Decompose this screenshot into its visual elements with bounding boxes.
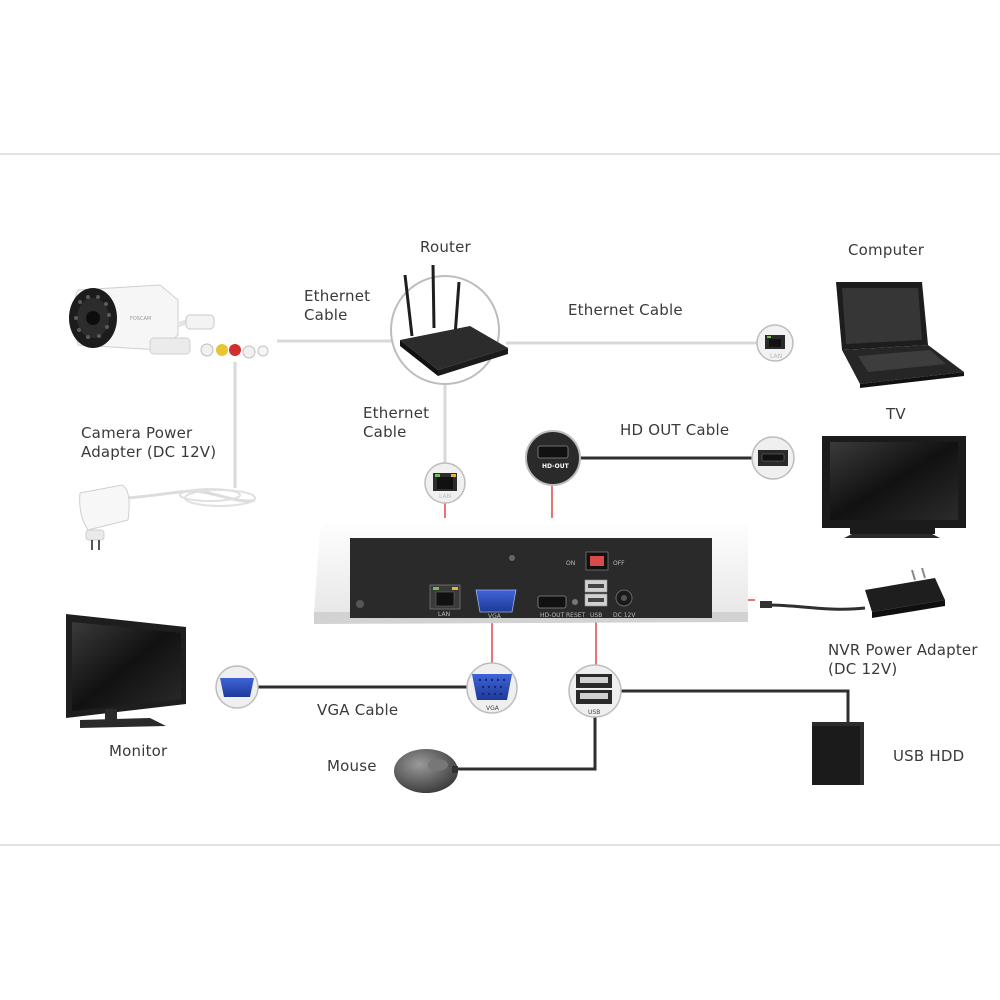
computer-lan-port-label: LAN xyxy=(770,353,782,360)
usb-hdd-cable xyxy=(619,689,850,722)
camera-power-adapter xyxy=(79,484,256,550)
hdout-port-callout: HD-OUT xyxy=(525,430,581,486)
usb-mouse-cable xyxy=(455,716,597,771)
nvr-hdout-label: HD-OUT xyxy=(540,612,565,619)
tv-label: TV xyxy=(886,405,906,423)
ethernet-cable-down-label: Ethernet Cable xyxy=(363,404,430,441)
callout-vga-label: VGA xyxy=(486,705,500,712)
usb-hdd xyxy=(812,722,864,785)
mouse xyxy=(394,749,458,793)
callout-hdout-label: HD-OUT xyxy=(542,463,570,470)
ethernet-cable-left-label: Ethernet Cable xyxy=(304,287,371,324)
camera: FOSCAM xyxy=(69,284,269,359)
nvr-power-adapter-label: NVR Power Adapter (DC 12V) xyxy=(828,641,978,678)
vga-cable-label: VGA Cable xyxy=(317,701,399,719)
router-label: Router xyxy=(420,238,471,256)
bottom-divider xyxy=(0,844,1000,846)
top-divider xyxy=(0,153,1000,155)
computer-label: Computer xyxy=(848,241,925,259)
nvr-lan-label: LAN xyxy=(438,611,450,618)
nvr-power-adapter xyxy=(760,567,945,618)
nvr-switch-off-label: OFF xyxy=(613,560,625,567)
router xyxy=(390,264,508,385)
computer: LAN xyxy=(756,282,964,388)
hd-out-cable-label: HD OUT Cable xyxy=(620,421,730,439)
tv xyxy=(822,436,966,538)
mouse-label: Mouse xyxy=(327,757,377,775)
nvr-vga-callout: VGA xyxy=(466,662,518,714)
monitor-label: Monitor xyxy=(109,742,168,760)
nvr-usb-label: USB xyxy=(590,612,602,619)
camera-power-adapter-label: Camera Power Adapter (DC 12V) xyxy=(81,424,217,461)
camera-brand: FOSCAM xyxy=(130,316,151,322)
nvr-power-cord xyxy=(767,603,866,611)
tv-hdout-port-callout xyxy=(751,436,795,480)
usb-port-callout: USB xyxy=(568,664,622,718)
monitor-vga-callout xyxy=(215,665,259,709)
callout-lan-label: LAN xyxy=(439,493,451,500)
nvr-vga-label: VGA xyxy=(488,613,502,620)
nvr-dc-label: DC 12V xyxy=(613,612,636,619)
ethernet-cable-right-label: Ethernet Cable xyxy=(568,301,683,319)
usb-hdd-label: USB HDD xyxy=(893,747,965,765)
lan-port-callout: LAN xyxy=(424,462,466,504)
nvr-switch-on-label: ON xyxy=(566,560,575,567)
monitor xyxy=(66,614,186,728)
callout-usb-label: USB xyxy=(588,709,600,716)
nvr-recorder: LAN VGA HD-OUT RESET USB DC 12V ON OFF xyxy=(313,518,748,624)
nvr-reset-label: RESET xyxy=(566,612,586,619)
